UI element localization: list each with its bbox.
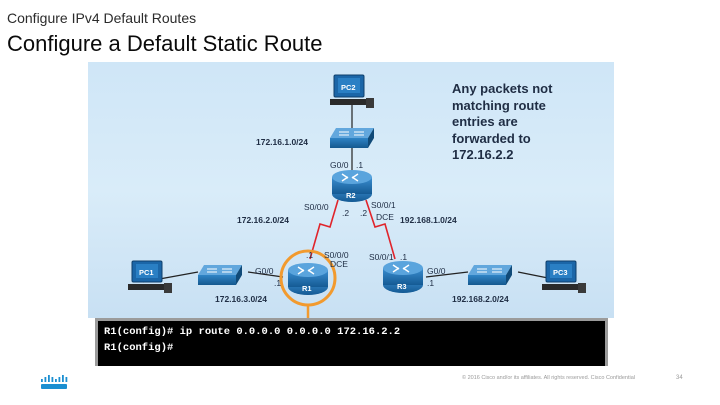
if-r1-dce: DCE (330, 259, 348, 269)
switch-r3-lan-icon (468, 265, 512, 285)
if-r3-g00-host: .1 (427, 278, 434, 288)
link-switch-r1 (247, 271, 284, 278)
router-r1-icon: R1 (279, 249, 337, 318)
pc2-label: PC2 (341, 83, 356, 92)
network-label-wan-r1-r2: 172.16.2.0/24 (237, 215, 289, 225)
slide-title: Configure a Default Static Route (7, 31, 323, 56)
cli-terminal: R1(config)# ip route 0.0.0.0 0.0.0.0 172… (95, 318, 608, 366)
pc3-label: PC3 (553, 268, 568, 277)
serial-links (309, 199, 396, 260)
network-topology-diagram: PC2 R2 R1 (88, 62, 614, 318)
if-r3-g00: G0/0 (427, 266, 446, 276)
cli-line-1: R1(config)# ip route 0.0.0.0 0.0.0.0 172… (104, 326, 401, 338)
switch-r1-lan-icon (198, 265, 242, 285)
default-route-callout: Any packets not matching route entries a… (452, 81, 553, 162)
r2-label: R2 (346, 191, 356, 200)
if-r1-g00-host: .1 (274, 278, 281, 288)
cisco-logo-icon (41, 375, 68, 389)
slide-subtitle: Configure IPv4 Default Routes (7, 10, 197, 26)
router-r2-icon: R2 (332, 170, 372, 202)
pc1-label: PC1 (139, 268, 154, 277)
r1-label: R1 (302, 284, 312, 293)
pc3-icon: PC3 (542, 260, 586, 293)
if-r1-g00: G0/0 (255, 266, 274, 276)
serial-link-r1-r2 (309, 199, 339, 260)
network-label-lan-r3: 192.168.2.0/24 (452, 294, 509, 304)
pc1-icon: PC1 (128, 260, 172, 293)
switch-r2-lan-icon (330, 128, 374, 148)
if-r2-s001: S0/0/1 (371, 200, 396, 210)
if-r2-s001-host: .2 (360, 208, 367, 218)
page-number: 34 (676, 375, 683, 381)
if-r3-s001-host: .1 (400, 252, 407, 262)
if-r2-dce: DCE (376, 212, 394, 222)
copyright-text: © 2016 Cisco and/or its affiliates. All … (462, 375, 636, 381)
if-r2-g00-host: .1 (356, 160, 363, 170)
link-r3-switch (425, 271, 469, 278)
if-r2-s000-host: .2 (342, 208, 349, 218)
if-r2-s000: S0/0/0 (304, 202, 329, 212)
r3-label: R3 (397, 282, 407, 291)
if-r3-s001: S0/0/1 (369, 252, 394, 262)
pc2-icon: PC2 (330, 74, 374, 108)
network-label-wan-r2-r3: 192.168.1.0/24 (400, 215, 457, 225)
cli-line-2: R1(config)# (104, 342, 174, 354)
router-r3-icon: R3 (383, 261, 423, 293)
network-label-lan-r2: 172.16.1.0/24 (256, 137, 308, 147)
serial-link-r2-r3 (365, 199, 396, 260)
if-r1-s000-host: .1 (306, 250, 313, 260)
if-r1-s000: S0/0/0 (324, 250, 349, 260)
network-label-lan-r1: 172.16.3.0/24 (215, 294, 267, 304)
if-r2-g00: G0/0 (330, 160, 349, 170)
